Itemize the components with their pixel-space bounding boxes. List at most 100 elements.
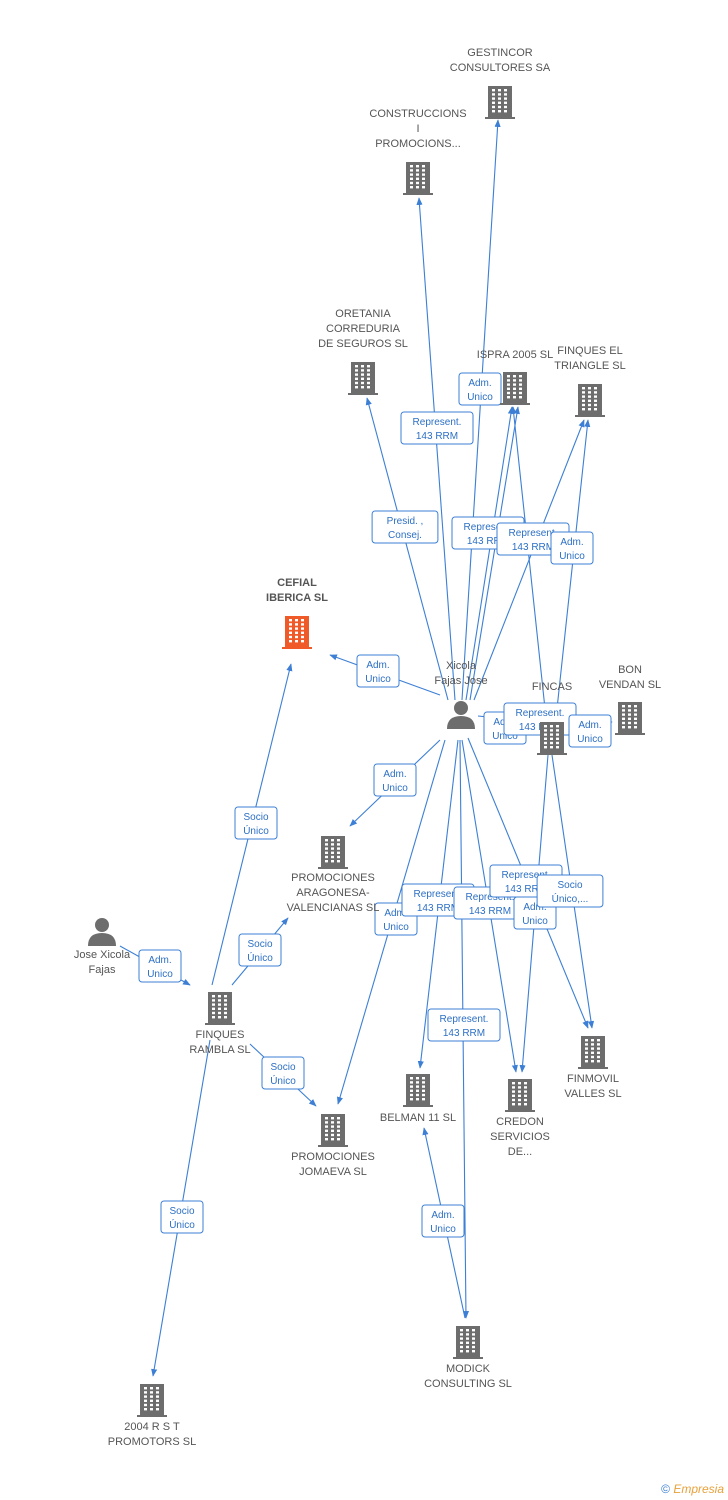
node-label-line: VALLES SL	[564, 1088, 621, 1100]
relation-label-line: Único	[247, 951, 273, 964]
node-finques_rambla[interactable]: FINQUES RAMBLA SL	[189, 992, 251, 1056]
building-icon	[500, 372, 530, 405]
relation-label-line: Unico	[365, 674, 391, 685]
relation-badge-box	[234, 806, 278, 840]
relation-badge-box	[160, 1200, 204, 1234]
building-icon	[505, 1079, 535, 1112]
node-label-line: ISPRA 2005 SL	[477, 349, 553, 361]
relation-label-line: 143 RRM	[512, 542, 554, 553]
relation-label-line: Único	[270, 1074, 296, 1087]
relation-label-line: 143 RRM	[469, 906, 511, 917]
relation-label-line: Único	[243, 824, 269, 837]
building-icon	[403, 1074, 433, 1107]
relation-label-line: Adm.	[148, 955, 171, 966]
relation-label-line: Unico	[430, 1224, 456, 1235]
node-label-line: TRIANGLE SL	[554, 360, 626, 372]
node-fincas[interactable]: FINCAS	[532, 681, 572, 755]
person-icon	[447, 701, 475, 729]
node-construccions[interactable]: CONSTRUCCIONSIPROMOCIONS...	[369, 108, 467, 195]
node-label-line: CONSTRUCCIONS	[369, 108, 466, 120]
edge-fincas-to-finques_triangle	[555, 419, 591, 719]
relation-badge-box	[427, 1008, 501, 1042]
node-label-line: CREDON	[496, 1116, 544, 1128]
building-icon	[485, 86, 515, 119]
relation-label-line: Unico	[522, 916, 548, 927]
relation-label-line: Unico	[383, 922, 409, 933]
relation-badge[interactable]: Adm.Unico	[421, 1204, 465, 1238]
relation-badge[interactable]: Represent.143 RRM	[400, 411, 474, 445]
node-belman[interactable]: BELMAN 11 SL	[380, 1074, 456, 1124]
relation-label-line: Adm.	[384, 908, 407, 919]
relation-label-line: Socio	[169, 1206, 194, 1217]
relation-badge[interactable]: Presid. ,Consej.	[371, 510, 439, 544]
relation-badge[interactable]: Adm. Unico	[356, 654, 400, 688]
relation-badge-box	[458, 372, 502, 406]
relation-badge-box	[356, 654, 400, 688]
relation-badge-box	[536, 874, 604, 908]
node-label-line: PROMOCIONS...	[375, 138, 461, 150]
relation-badge-box	[421, 1204, 465, 1238]
node-label-line: RAMBLA SL	[189, 1044, 250, 1056]
building-icon	[578, 1036, 608, 1069]
building-icon	[318, 1114, 348, 1147]
building-icon	[205, 992, 235, 1025]
relation-label-line: Unico	[382, 783, 408, 794]
relation-label-line: Unico	[577, 734, 603, 745]
relation-label-line: Represent.	[516, 708, 565, 719]
building-icon	[615, 702, 645, 735]
node-label-line: CORREDURIA	[326, 323, 401, 335]
relation-label-line: Represent.	[440, 1014, 489, 1025]
relation-label-line: Adm.	[366, 660, 389, 671]
node-label-line: FINQUES	[196, 1029, 245, 1041]
relation-label-line: Represent.	[413, 417, 462, 428]
relation-label-line: 143 RRM	[505, 884, 547, 895]
relation-badge[interactable]: Adm.Unico	[568, 714, 612, 748]
node-label-line: FINQUES EL	[557, 345, 622, 357]
building-icon	[282, 616, 312, 649]
relation-label-line: Unico	[467, 392, 493, 403]
node-credon[interactable]: CREDONSERVICIOSDE...	[490, 1079, 550, 1158]
node-ispra[interactable]: ISPRA 2005 SL	[477, 349, 553, 405]
relation-badge-box	[371, 510, 439, 544]
relation-badge[interactable]: Adm.Unico	[458, 372, 502, 406]
node-label-line: VENDAN SL	[599, 679, 661, 691]
building-icon	[137, 1384, 167, 1417]
relation-badge[interactable]: Represent. 143 RRM	[427, 1008, 501, 1042]
relation-badge[interactable]: Adm.Unico	[373, 763, 417, 797]
node-label-line: GESTINCOR	[467, 47, 532, 59]
relation-badge-box	[238, 933, 282, 967]
relation-label-line: Socio	[247, 939, 272, 950]
node-label-line: BELMAN 11 SL	[380, 1112, 456, 1124]
node-finques_triangle[interactable]: FINQUES EL TRIANGLE SL	[554, 345, 626, 417]
node-label-line: Xicola	[446, 660, 477, 672]
relation-label-line: 143 RRM	[443, 1028, 485, 1039]
edge-xicola_jose-to-oretania	[365, 397, 449, 701]
node-label-line: DE SEGUROS SL	[318, 338, 408, 350]
edge-xicola_jose-to-gestincor	[461, 119, 501, 701]
relation-badge[interactable]: Adm.Unico	[550, 531, 594, 565]
relation-badge[interactable]: Adm.Unico	[138, 949, 182, 983]
relation-label-line: Represent.	[466, 892, 515, 903]
brand-logo[interactable]: Empresia	[673, 1482, 724, 1496]
relation-badge-box	[373, 763, 417, 797]
relation-badge[interactable]: SocioÚnico,...	[536, 874, 604, 908]
relation-label-line: Represent.	[464, 522, 513, 533]
building-icon	[348, 362, 378, 395]
